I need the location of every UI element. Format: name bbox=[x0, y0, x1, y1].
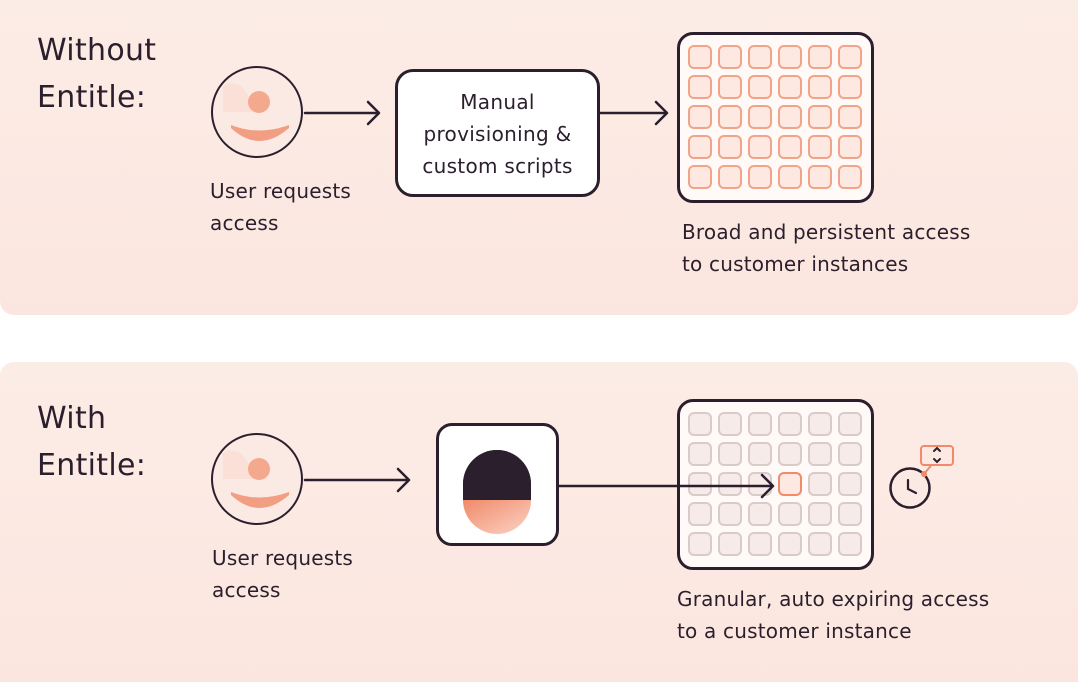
instance-cell bbox=[748, 135, 772, 159]
granted-instance-cell bbox=[778, 472, 802, 496]
instance-cell bbox=[778, 45, 802, 69]
heading-line-2: Entitle: bbox=[37, 448, 147, 483]
instance-cell bbox=[718, 75, 742, 99]
heading-line-1: With bbox=[37, 401, 107, 436]
instance-cell bbox=[748, 412, 772, 436]
instance-cell bbox=[688, 412, 712, 436]
instance-cell bbox=[838, 45, 862, 69]
instance-cell bbox=[808, 135, 832, 159]
proc-line-3: custom scripts bbox=[422, 154, 573, 178]
instance-cell bbox=[838, 442, 862, 466]
instance-cell bbox=[718, 412, 742, 436]
label-line-1: Granular, auto expiring access bbox=[677, 587, 990, 611]
instance-cell bbox=[748, 442, 772, 466]
broad-access-label: Broad and persistent access to customer … bbox=[682, 216, 970, 280]
instance-cell bbox=[688, 165, 712, 189]
instance-cell bbox=[838, 165, 862, 189]
instance-cell bbox=[718, 502, 742, 526]
without-entitle-panel: Without Entitle: User requests access Ma… bbox=[0, 0, 1078, 315]
instance-cell bbox=[688, 135, 712, 159]
label-line-2: access bbox=[212, 578, 281, 602]
instance-cell bbox=[778, 75, 802, 99]
with-heading: With Entitle: bbox=[37, 395, 146, 489]
instance-cell bbox=[808, 502, 832, 526]
customer-instances-grid bbox=[677, 32, 874, 203]
instance-cell bbox=[718, 472, 742, 496]
user-requests-label: User requests access bbox=[212, 542, 353, 606]
customer-instances-grid bbox=[677, 399, 874, 570]
without-heading: Without Entitle: bbox=[37, 27, 156, 121]
instance-cell bbox=[718, 442, 742, 466]
user-avatar-icon bbox=[211, 66, 303, 158]
instance-cell bbox=[688, 105, 712, 129]
instance-cell bbox=[838, 135, 862, 159]
label-line-2: to a customer instance bbox=[677, 619, 912, 643]
instance-cell bbox=[688, 442, 712, 466]
instance-cell bbox=[808, 75, 832, 99]
instance-cell bbox=[748, 75, 772, 99]
instance-cell bbox=[778, 442, 802, 466]
label-line-2: to customer instances bbox=[682, 252, 909, 276]
instance-cell bbox=[778, 502, 802, 526]
instance-cell bbox=[808, 165, 832, 189]
instance-cell bbox=[748, 502, 772, 526]
label-line-1: User requests bbox=[212, 546, 353, 570]
instance-cell bbox=[808, 442, 832, 466]
manual-provisioning-box: Manual provisioning & custom scripts bbox=[395, 69, 600, 197]
granular-access-label: Granular, auto expiring access to a cust… bbox=[677, 583, 989, 647]
user-requests-label: User requests access bbox=[210, 175, 351, 239]
instance-cell bbox=[748, 532, 772, 556]
instance-cell bbox=[838, 412, 862, 436]
instance-cell bbox=[838, 105, 862, 129]
label-line-1: User requests bbox=[210, 179, 351, 203]
instance-cell bbox=[808, 412, 832, 436]
instance-cell bbox=[808, 472, 832, 496]
entitle-logo-icon bbox=[463, 450, 531, 534]
instance-cell bbox=[688, 472, 712, 496]
instance-cell bbox=[778, 135, 802, 159]
instance-cell bbox=[838, 502, 862, 526]
instance-cell bbox=[808, 45, 832, 69]
user-avatar-icon bbox=[211, 433, 303, 525]
with-entitle-panel: With Entitle: User requests access bbox=[0, 362, 1078, 682]
instance-cell bbox=[718, 532, 742, 556]
heading-line-1: Without bbox=[37, 33, 157, 68]
instance-cell bbox=[748, 105, 772, 129]
instance-cell bbox=[748, 165, 772, 189]
instance-cell bbox=[748, 45, 772, 69]
instance-cell bbox=[718, 165, 742, 189]
instance-cell bbox=[778, 165, 802, 189]
instance-cell bbox=[808, 105, 832, 129]
instance-cell bbox=[688, 502, 712, 526]
entitle-logo-box bbox=[436, 423, 559, 546]
manual-provisioning-text: Manual provisioning & custom scripts bbox=[398, 86, 597, 182]
instance-cell bbox=[808, 532, 832, 556]
instance-cell bbox=[778, 532, 802, 556]
clock-icon bbox=[888, 445, 954, 510]
label-line-1: Broad and persistent access bbox=[682, 220, 971, 244]
instance-cell bbox=[718, 135, 742, 159]
proc-line-2: provisioning & bbox=[423, 122, 572, 146]
instance-cell bbox=[718, 105, 742, 129]
instance-cell bbox=[748, 472, 772, 496]
proc-line-1: Manual bbox=[460, 90, 535, 114]
label-line-2: access bbox=[210, 211, 279, 235]
instance-cell bbox=[688, 532, 712, 556]
instance-cell bbox=[838, 472, 862, 496]
instance-cell bbox=[718, 45, 742, 69]
heading-line-2: Entitle: bbox=[37, 80, 147, 115]
instance-cell bbox=[688, 75, 712, 99]
instance-cell bbox=[778, 412, 802, 436]
instance-cell bbox=[778, 105, 802, 129]
instance-cell bbox=[838, 532, 862, 556]
instance-cell bbox=[838, 75, 862, 99]
instance-cell bbox=[688, 45, 712, 69]
